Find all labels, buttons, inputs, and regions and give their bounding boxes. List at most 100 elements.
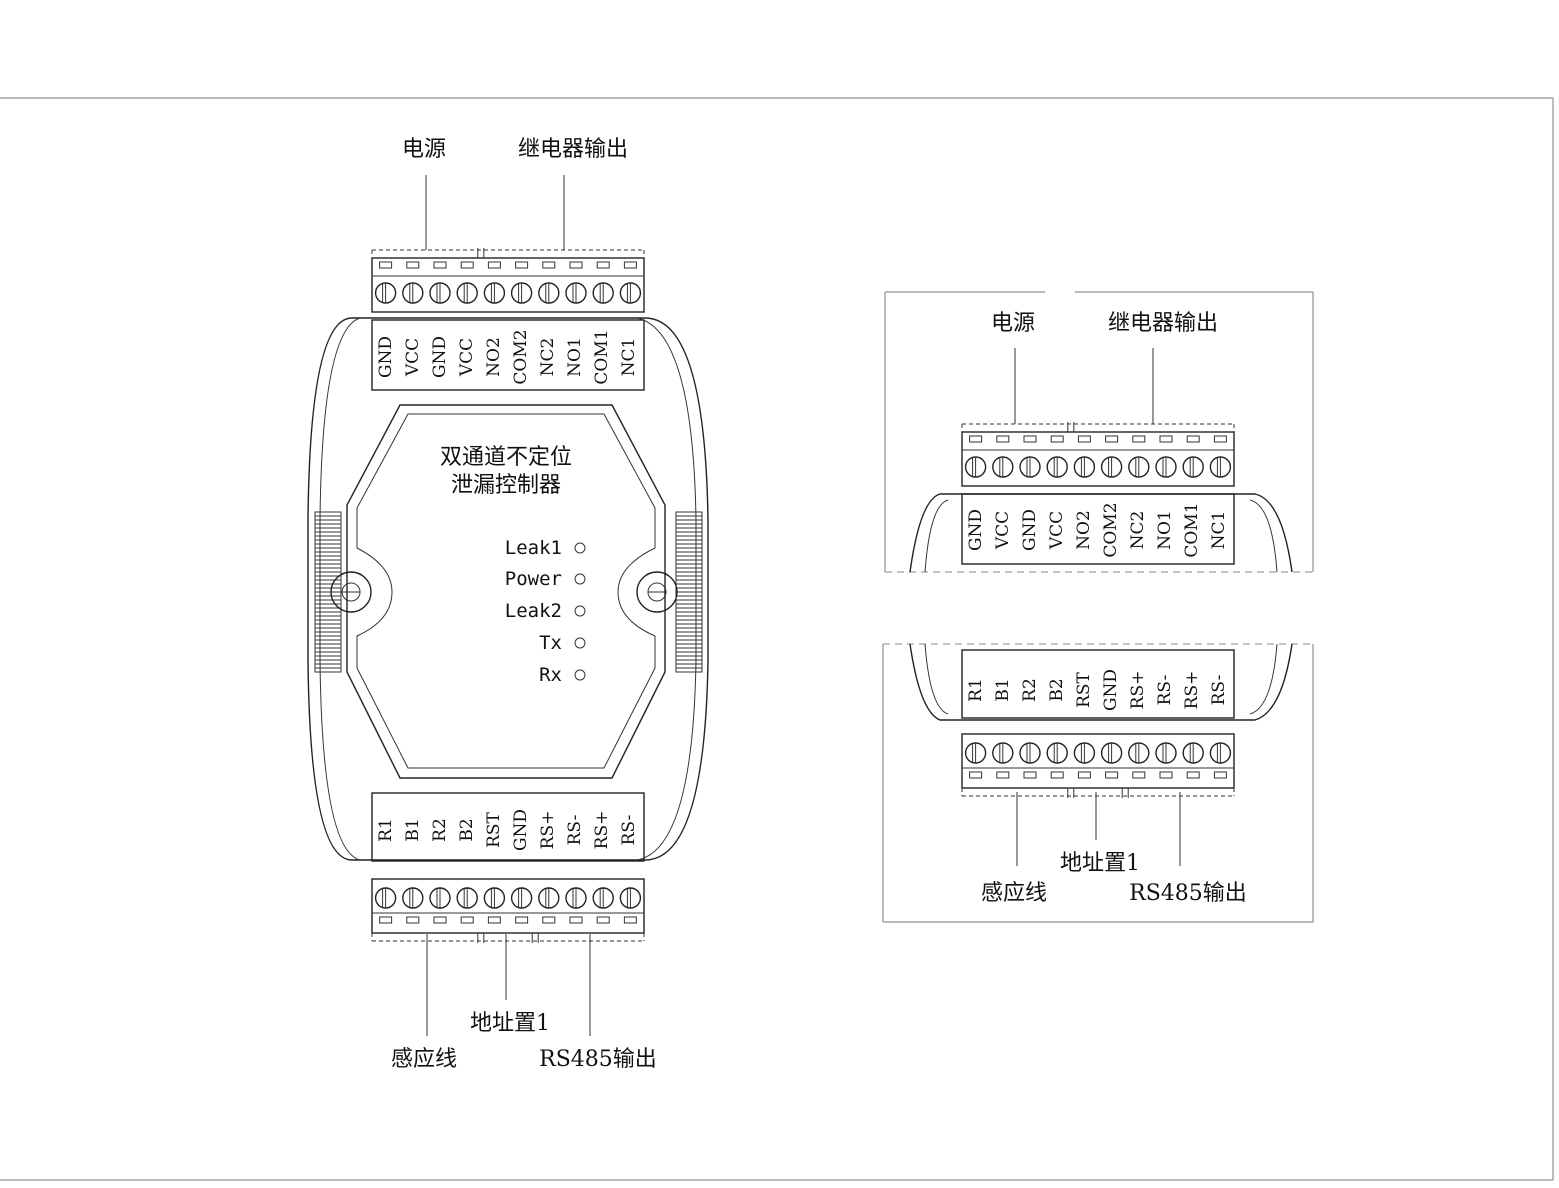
terminal-block-body <box>961 431 1235 487</box>
detail-bottom-pin-panel <box>961 649 1235 719</box>
detail-label-rs485: RS485输出 <box>1129 881 1247 906</box>
terminal-block-body <box>961 733 1235 789</box>
pin-label-top: NC2 <box>538 338 558 377</box>
group-label-sensor: 感应线 <box>391 1047 457 1072</box>
bottom-pin-panel <box>371 792 645 862</box>
terminal-clip <box>1159 771 1173 779</box>
pin-label-bottom: R1 <box>376 818 396 842</box>
terminal-clip <box>1213 771 1227 779</box>
top-pin-labels: GND VCC GND VCC NO2 COM2 NC2 NO1 COM1 NC… <box>376 329 639 384</box>
pin-label-top: NC1 <box>1209 511 1229 550</box>
pin-label-top: COM2 <box>511 329 531 384</box>
detail-bottom-terminals: R1 B1 R2 B2 RST GND RS+ RS- RS+ RS- 感应线 … <box>882 643 1314 923</box>
pin-label-top: NO1 <box>1155 510 1175 550</box>
group-label-relay: 继电器输出 <box>518 137 628 162</box>
pin-label-bottom: B1 <box>993 678 1013 701</box>
detail-top-terminal-block <box>961 422 1235 487</box>
pin-label-bottom: RS- <box>1209 675 1229 706</box>
detail-top-pin-labels: GND VCC GND VCC NO2 COM2 NC2 NO1 COM1 NC… <box>966 502 1229 557</box>
terminal-clip <box>1023 771 1037 779</box>
pin-label-top: NO2 <box>1074 510 1094 550</box>
terminal-clip <box>969 435 983 443</box>
detail-label-relay: 继电器输出 <box>1108 311 1218 336</box>
terminal-clip <box>596 916 610 924</box>
pin-label-top: VCC <box>457 338 477 377</box>
led-leak2-indicator <box>574 605 586 617</box>
front-panel <box>346 404 666 779</box>
terminal-clip <box>487 916 501 924</box>
detail-label-address: 地址置1 <box>1060 851 1140 876</box>
pin-label-bottom: RST <box>1074 671 1094 707</box>
terminal-clip <box>406 261 420 269</box>
detail-label-sensor: 感应线 <box>981 881 1047 906</box>
pin-label-top: GND <box>376 336 396 378</box>
pin-label-top: VCC <box>403 338 423 377</box>
housing-inner-right <box>636 317 697 861</box>
housing-inner-left <box>319 317 361 861</box>
detail-top-terminals: GND VCC GND VCC NO2 COM2 NC2 NO1 COM1 NC… <box>884 291 1314 573</box>
terminal-clip <box>969 771 983 779</box>
led-leak1-indicator <box>574 542 586 554</box>
detail-label-power: 电源 <box>991 311 1035 336</box>
pin-label-bottom: RS- <box>565 815 585 846</box>
terminal-clip <box>996 771 1010 779</box>
pin-label-top: COM2 <box>1101 502 1121 557</box>
pin-label-top: NC2 <box>1128 511 1148 550</box>
pin-label-bottom: RS+ <box>1128 671 1148 710</box>
terminal-clip <box>1050 771 1064 779</box>
terminal-clip <box>1132 435 1146 443</box>
terminal-clip <box>1213 435 1227 443</box>
led-rx-indicator <box>574 669 586 681</box>
terminal-clip <box>515 916 529 924</box>
terminal-clip <box>379 261 393 269</box>
controller-module: 双通道不定位 泄漏控制器 Leak1 Power Leak2 Tx Rx GND… <box>307 137 709 1072</box>
pin-label-top: GND <box>430 336 450 378</box>
terminal-clip <box>515 261 529 269</box>
pin-label-bottom: RS- <box>1155 675 1175 706</box>
terminal-block-body <box>371 878 645 934</box>
terminal-clip <box>1186 771 1200 779</box>
pin-label-bottom: RS+ <box>592 811 612 850</box>
group-label-power: 电源 <box>402 137 446 162</box>
terminal-clip <box>1105 435 1119 443</box>
pin-label-top: COM1 <box>592 329 612 384</box>
pin-label-top: NO2 <box>484 337 504 377</box>
terminal-clip <box>1105 771 1119 779</box>
bottom-pin-labels: R1 B1 R2 B2 RST GND RS+ RS- RS+ RS- <box>376 809 639 851</box>
terminal-block-body <box>371 257 645 313</box>
terminal-clip <box>1159 435 1173 443</box>
pin-label-bottom: RS+ <box>538 811 558 850</box>
housing-outline <box>307 317 709 861</box>
pin-label-bottom: RS- <box>619 815 639 846</box>
pin-label-bottom: B2 <box>457 818 477 841</box>
detail-top-pin-panel <box>961 493 1235 565</box>
terminal-clip <box>623 261 637 269</box>
pin-label-bottom: R2 <box>1020 678 1040 702</box>
pin-label-top: GND <box>1020 509 1040 551</box>
pin-label-top: NC1 <box>619 338 639 377</box>
left-grip-ribs <box>315 515 341 669</box>
pin-label-top: COM1 <box>1182 502 1202 557</box>
right-grip <box>675 511 703 673</box>
terminal-clip <box>433 916 447 924</box>
pin-label-bottom: B1 <box>403 818 423 841</box>
terminal-clip <box>569 916 583 924</box>
terminal-clip <box>1132 771 1146 779</box>
terminal-clip <box>1023 435 1037 443</box>
right-mount-hole <box>636 571 678 613</box>
pin-label-top: GND <box>966 509 986 551</box>
top-pin-panel <box>371 319 645 391</box>
terminal-clip <box>1077 771 1091 779</box>
terminal-clip <box>1186 435 1200 443</box>
terminal-clip <box>623 916 637 924</box>
top-terminal-block <box>371 248 645 313</box>
detail-bottom-terminal-block <box>961 733 1235 798</box>
detail-bottom-housing <box>909 643 1293 721</box>
led-power-indicator <box>574 573 586 585</box>
left-grip <box>314 511 342 673</box>
right-grip-ribs <box>676 515 702 669</box>
led-label-rx: Rx <box>539 664 562 686</box>
led-label-leak2: Leak2 <box>505 600 562 622</box>
led-tx-indicator <box>574 637 586 649</box>
